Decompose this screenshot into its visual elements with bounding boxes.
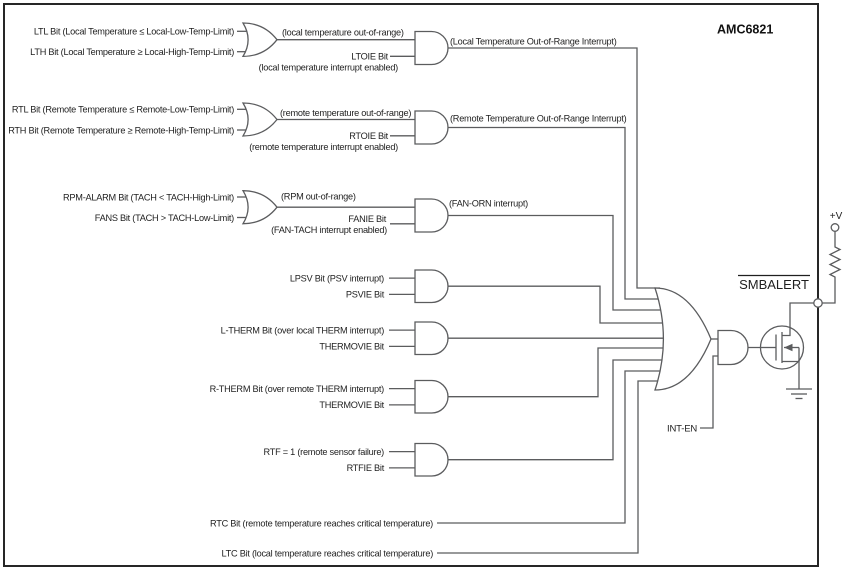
label-rtl-bit: RTL Bit (Remote Temperature ≤ Remote-Low… — [12, 105, 234, 115]
labels: AMC6821 LTL Bit (Local Temperature ≤ Loc… — [8, 23, 842, 559]
or-gate-remote-temp — [241, 102, 278, 137]
label-rtfie-bit: RTFIE Bit — [347, 463, 385, 473]
label-psvie-bit: PSVIE Bit — [346, 290, 385, 300]
label-fan-interrupt: (FAN-ORN interrupt) — [449, 199, 528, 209]
label-remote-interrupt: (Remote Temperature Out-of-Range Interru… — [450, 114, 627, 124]
label-rpm-or-output: (RPM out-of-range) — [281, 192, 356, 202]
or-gate-summary — [654, 287, 712, 391]
label-smbalert: SMBALERT — [739, 277, 809, 292]
wire-int-en — [700, 355, 718, 429]
or-gate-fan — [241, 190, 278, 225]
label-lpsv-bit: LPSV Bit (PSV interrupt) — [290, 273, 384, 283]
label-rtoie-note: (remote temperature interrupt enabled) — [249, 142, 398, 152]
label-fanie-note: (FAN-TACH interrupt enabled) — [271, 225, 387, 235]
ground-icon — [786, 388, 812, 400]
and-gate-local-therm — [414, 321, 449, 356]
label-fans-bit: FANS Bit (TACH > TACH-Low-Limit) — [95, 213, 234, 223]
mosfet-drain-wire — [782, 302, 818, 337]
wire-remote-interrupt — [448, 126, 661, 300]
gates — [241, 22, 749, 477]
junction-node — [813, 298, 823, 308]
label-local-or-output: (local temperature out-of-range) — [282, 28, 404, 38]
and-gate-int-en — [717, 329, 749, 366]
and-gate-fan — [414, 198, 449, 233]
label-local-interrupt: (Local Temperature Out-of-Range Interrup… — [450, 37, 617, 47]
wire-fan-orn-interrupt — [448, 214, 662, 311]
wires — [237, 30, 776, 554]
mosfet-arrow-icon — [784, 343, 793, 352]
wire-rtc — [437, 370, 661, 524]
chip-border — [3, 3, 819, 567]
wire-psv-output — [448, 285, 664, 324]
label-rtc-bit: RTC Bit (remote temperature reaches crit… — [210, 518, 433, 528]
label-ltoie-bit: LTOIE Bit — [351, 52, 388, 62]
and-gate-remote-temp — [414, 110, 449, 145]
wire-ltc — [437, 380, 659, 554]
label-ltl-bit: LTL Bit (Local Temperature ≤ Local-Low-T… — [34, 27, 234, 37]
and-gate-local-temp — [414, 30, 449, 66]
or-gate-local-temp — [241, 22, 278, 58]
label-thermovie-bit-2: THERMOVIE Bit — [319, 400, 384, 410]
wire-local-interrupt — [448, 47, 660, 289]
and-gate-psv — [414, 269, 449, 304]
and-gate-remote-failure — [414, 442, 449, 477]
label-int-en: INT-EN — [667, 424, 697, 435]
label-rtoie-bit: RTOIE Bit — [349, 131, 388, 141]
label-ltc-bit: LTC Bit (local temperature reaches criti… — [221, 548, 433, 558]
wire-rtf-output — [448, 359, 663, 461]
wire-rtherm-output — [448, 347, 664, 398]
label-remote-or-output: (remote temperature out-of-range) — [280, 108, 411, 118]
pullup-resistor-icon — [822, 231, 842, 304]
label-rth-bit: RTH Bit (Remote Temperature ≥ Remote-Hig… — [8, 125, 234, 135]
output-stage — [738, 223, 842, 400]
label-rpm-alarm-bit: RPM-ALARM Bit (TACH < TACH-High-Limit) — [63, 192, 234, 202]
label-ltoie-note: (local temperature interrupt enabled) — [259, 63, 399, 73]
label-supply: +V — [830, 211, 843, 222]
label-thermovie-bit-1: THERMOVIE Bit — [319, 342, 384, 352]
label-lth-bit: LTH Bit (Local Temperature ≥ Local-High-… — [30, 47, 234, 57]
chip-name: AMC6821 — [717, 23, 773, 37]
supply-terminal — [830, 223, 840, 232]
and-gate-remote-therm — [414, 379, 449, 414]
label-fanie-bit: FANIE Bit — [348, 214, 386, 224]
label-ltherm-bit: L-THERM Bit (over local THERM interrupt) — [221, 325, 385, 335]
label-rtf-bit: RTF = 1 (remote sensor failure) — [264, 447, 385, 457]
label-rtherm-bit: R-THERM Bit (over remote THERM interrupt… — [210, 384, 385, 394]
